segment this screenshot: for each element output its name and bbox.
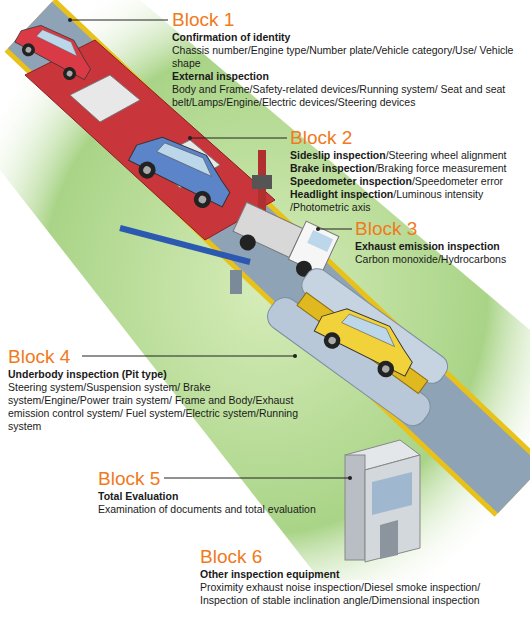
- inspection-booth: [345, 440, 420, 562]
- leader-dot: [316, 227, 320, 231]
- block-text: Sideslip inspection: [290, 149, 386, 161]
- text-line: Examination of documents and total evalu…: [98, 503, 358, 516]
- block-heading: Block 6: [200, 546, 262, 567]
- block-text: Underbody inspection (Pit type): [8, 368, 167, 380]
- text-line: Block 3: [355, 217, 525, 240]
- text-line: Underbody inspection (Pit type): [8, 368, 308, 381]
- text-line: Chassis number/Engine type/Number plate/…: [172, 44, 524, 70]
- block-text: Exhaust emission inspection: [355, 240, 500, 252]
- leader-line: [318, 229, 352, 230]
- text-line: Carbon monoxide/Hydrocarbons: [355, 253, 525, 266]
- block-text: External inspection: [172, 70, 269, 82]
- text-line: Exhaust emission inspection: [355, 240, 525, 253]
- text-line: Block 2: [290, 126, 526, 149]
- block-text: Other inspection equipment: [200, 568, 339, 580]
- leader-line: [70, 20, 168, 21]
- text-line: Other inspection equipment: [200, 568, 525, 581]
- lift-bar: [120, 228, 250, 262]
- text-line: Sideslip inspection/Steering wheel align…: [290, 149, 526, 162]
- road: [30, 25, 520, 490]
- leader-dot: [68, 18, 72, 22]
- text-line: Total Evaluation: [98, 490, 358, 503]
- pit-tube: [297, 264, 452, 388]
- truck-window: [307, 230, 333, 252]
- headlight-tester: [252, 175, 272, 189]
- inspection-block: Block 4Underbody inspection (Pit type)St…: [8, 345, 308, 433]
- booth-front: [365, 455, 420, 562]
- inspection-block: Block 6Other inspection equipmentProximi…: [200, 545, 525, 607]
- green-floor: [0, 0, 530, 580]
- block-text: /Braking force measurement: [375, 162, 507, 174]
- test-plate: [70, 75, 140, 122]
- text-line: Block 5: [98, 467, 358, 490]
- inspection-block: Block 1Confirmation of identityChassis n…: [172, 8, 524, 109]
- inspection-block: Block 5Total EvaluationExamination of do…: [98, 467, 358, 516]
- block-text: /Speedometer error: [412, 175, 503, 187]
- block-heading: Block 4: [8, 346, 70, 367]
- leader-dot: [293, 354, 297, 358]
- block-text: Chassis number/Engine type/Number plate/…: [172, 44, 513, 69]
- booth-side: [345, 455, 365, 560]
- control-post: [230, 270, 242, 294]
- block-text: Brake inspection: [290, 162, 375, 174]
- block-text: Body and Frame/Safety-related devices/Ru…: [172, 83, 505, 108]
- text-line: Proximity exhaust noise inspection/Diese…: [200, 581, 525, 607]
- block-heading: Block 2: [290, 127, 352, 148]
- wheel: [237, 232, 258, 253]
- inspection-block: Block 2Sideslip inspection/Steering whee…: [290, 126, 526, 214]
- leader-dot: [188, 136, 192, 140]
- text-line: Headlight inspection/Luminous intensity …: [290, 188, 526, 214]
- text-line: Body and Frame/Safety-related devices/Ru…: [172, 83, 524, 109]
- block-text: Total Evaluation: [98, 490, 178, 502]
- text-line: External inspection: [172, 70, 524, 83]
- text-line: Block 1: [172, 8, 524, 31]
- block-heading: Block 1: [172, 9, 234, 30]
- inspection-block: Block 3Exhaust emission inspectionCarbon…: [355, 217, 525, 266]
- leader-dot: [348, 476, 352, 480]
- text-line: Confirmation of identity: [172, 31, 524, 44]
- leader-line: [82, 356, 295, 357]
- leader-line: [164, 478, 350, 479]
- booth-window: [372, 472, 412, 515]
- booth-door: [380, 520, 398, 559]
- text-line: Block 4: [8, 345, 308, 368]
- block-text: Proximity exhaust noise inspection/Diese…: [200, 581, 480, 606]
- yellow-car: [310, 296, 422, 386]
- block-heading: Block 3: [355, 218, 417, 239]
- road-edge: [30, 25, 520, 490]
- leader-line: [190, 138, 287, 139]
- block-text: Carbon monoxide/Hydrocarbons: [355, 253, 506, 265]
- block-text: Steering system/Suspension system/ Brake…: [8, 381, 298, 432]
- block-text: Speedometer inspection: [290, 175, 412, 187]
- red-car: [11, 15, 98, 87]
- text-line: Speedometer inspection/Speedometer error: [290, 175, 526, 188]
- inspection-platform: [25, 40, 275, 240]
- grid-platform: [297, 292, 428, 393]
- block-text: Headlight inspection: [290, 188, 393, 200]
- text-line: Brake inspection/Braking force measureme…: [290, 162, 526, 175]
- text-line: Block 6: [200, 545, 525, 568]
- block-text: /Steering wheel alignment: [386, 149, 507, 161]
- text-line: Steering system/Suspension system/ Brake…: [8, 381, 308, 433]
- block-text: Examination of documents and total evalu…: [98, 503, 316, 515]
- block-heading: Block 5: [98, 468, 160, 489]
- block-text: Confirmation of identity: [172, 31, 290, 43]
